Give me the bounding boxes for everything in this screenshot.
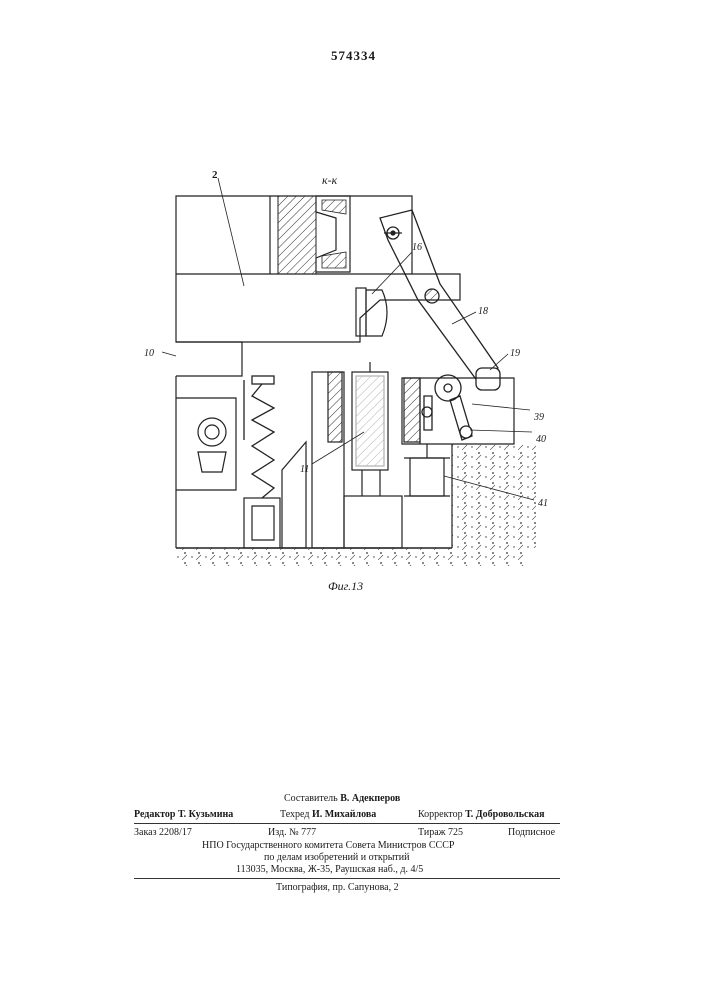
ground-hatch-right (452, 444, 536, 548)
support-wedge (282, 442, 306, 548)
dovetail-hatch (322, 200, 346, 268)
label-10: 10 (144, 348, 154, 359)
circulation: Тираж 725 (418, 827, 463, 838)
editor-line: Редактор Т. Кузьмина (134, 809, 233, 820)
hatched-insert (278, 196, 316, 274)
left-housing-10 (176, 342, 280, 548)
corrector-line: Корректор Т. Добровольская (418, 809, 545, 820)
spring (244, 376, 274, 498)
upper-beam (176, 196, 460, 342)
org-address: 113035, Москва, Ж-35, Раушская наб., д. … (236, 864, 423, 875)
technical-drawing: 2 к-к 10 16 18 19 39 40 41 11 Фиг.13 (0, 0, 707, 640)
part-41-cylinder (404, 444, 450, 496)
techred-line: Техред И. Михайлова (280, 809, 376, 820)
editor-role: Редактор (134, 809, 175, 820)
label-19: 19 (510, 348, 520, 359)
corrector-name: Т. Добровольская (465, 809, 544, 820)
roller-19-assembly (422, 368, 500, 440)
figure-caption: Фиг.13 (328, 579, 363, 593)
techred-name: И. Михайлова (312, 809, 376, 820)
ground-hatch (176, 548, 526, 566)
corrector-role: Корректор (418, 809, 463, 820)
org-line-1: НПО Государственного комитета Совета Мин… (202, 840, 454, 851)
techred-role: Техред (280, 809, 309, 820)
label-18: 18 (478, 306, 488, 317)
divider-2 (134, 878, 560, 879)
compiler-line: Составитель В. Адекперов (284, 793, 400, 804)
part-16-roller (356, 288, 387, 336)
divider-1 (134, 823, 560, 824)
label-39: 39 (533, 412, 544, 423)
order-number: Заказ 2208/17 (134, 827, 192, 838)
label-16: 16 (412, 242, 422, 253)
edition-number: Изд. № 777 (268, 827, 316, 838)
subscription: Подписное (508, 827, 555, 838)
section-label: к-к (322, 173, 338, 187)
compiler-role: Составитель (284, 793, 338, 804)
part-11-column (312, 362, 402, 548)
org-line-2: по делам изобретений и открытий (264, 852, 410, 863)
editor-name: Т. Кузьмина (178, 809, 233, 820)
label-40: 40 (536, 434, 546, 445)
compiler-name: В. Адекперов (340, 793, 400, 804)
label-2: 2 (212, 169, 218, 181)
lever-18 (380, 210, 498, 382)
printer: Типография, пр. Сапунова, 2 (276, 882, 399, 893)
label-11: 11 (300, 464, 309, 475)
label-41: 41 (538, 498, 548, 509)
